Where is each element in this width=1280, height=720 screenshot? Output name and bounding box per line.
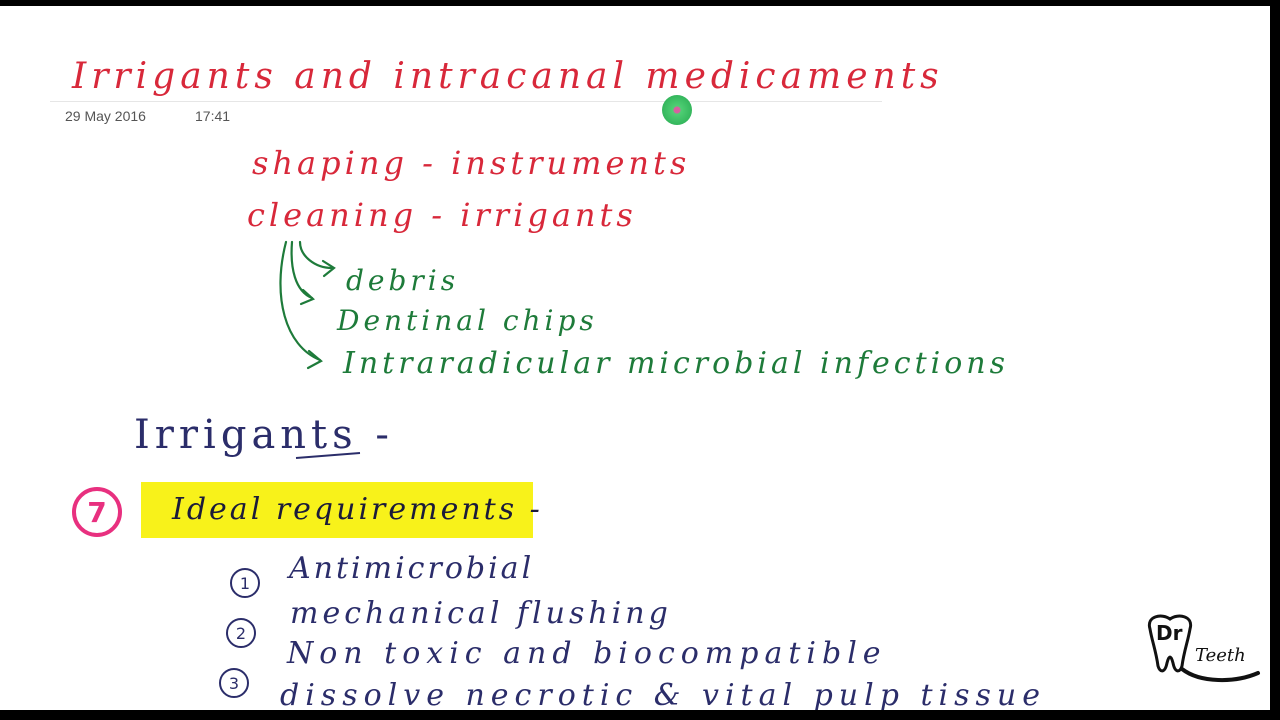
title-divider <box>50 101 882 102</box>
highlight-box <box>141 482 533 538</box>
cleaning-item-debris: debris <box>346 264 460 297</box>
requirement-text-4: dissolve necrotic & vital pulp tissue <box>280 678 1046 710</box>
pen-cursor-icon <box>662 95 692 125</box>
shaping-line: shaping - instruments <box>252 144 691 182</box>
requirement-number-2: 2 <box>226 618 256 648</box>
cleaning-item-dentinal-chips: Dentinal chips <box>337 304 598 337</box>
note-title: Irrigants and intracanal medicaments <box>72 56 944 97</box>
point-number-badge: 7 <box>72 487 122 537</box>
ideal-requirements-label: Ideal requirements - <box>172 492 543 527</box>
note-time: 17:41 <box>195 108 231 124</box>
cleaning-line: cleaning - irrigants <box>247 196 637 234</box>
cleaning-item-infections: Intraradicular microbial infections <box>343 346 1010 381</box>
bracket-arrows <box>279 240 361 459</box>
logo-dr-text: Dr <box>1156 621 1183 645</box>
requirement-text-1: Antimicrobial <box>289 551 535 586</box>
requirement-number-1: 1 <box>230 568 260 598</box>
requirement-text-3: Non toxic and biocompatible <box>287 636 887 671</box>
note-canvas[interactable]: Irrigants and intracanal medicaments 29 … <box>0 6 1270 710</box>
heading-irrigants: Irrigants - <box>134 412 394 458</box>
logo-teeth-text: Teeth <box>1195 645 1246 666</box>
note-date: 29 May 2016 <box>65 108 146 124</box>
requirement-text-2: mechanical flushing <box>290 596 672 631</box>
requirement-number-3: 3 <box>219 668 249 698</box>
tooth-logo-icon <box>1147 614 1260 682</box>
dr-teeth-logo: Dr Teeth <box>1140 611 1270 686</box>
